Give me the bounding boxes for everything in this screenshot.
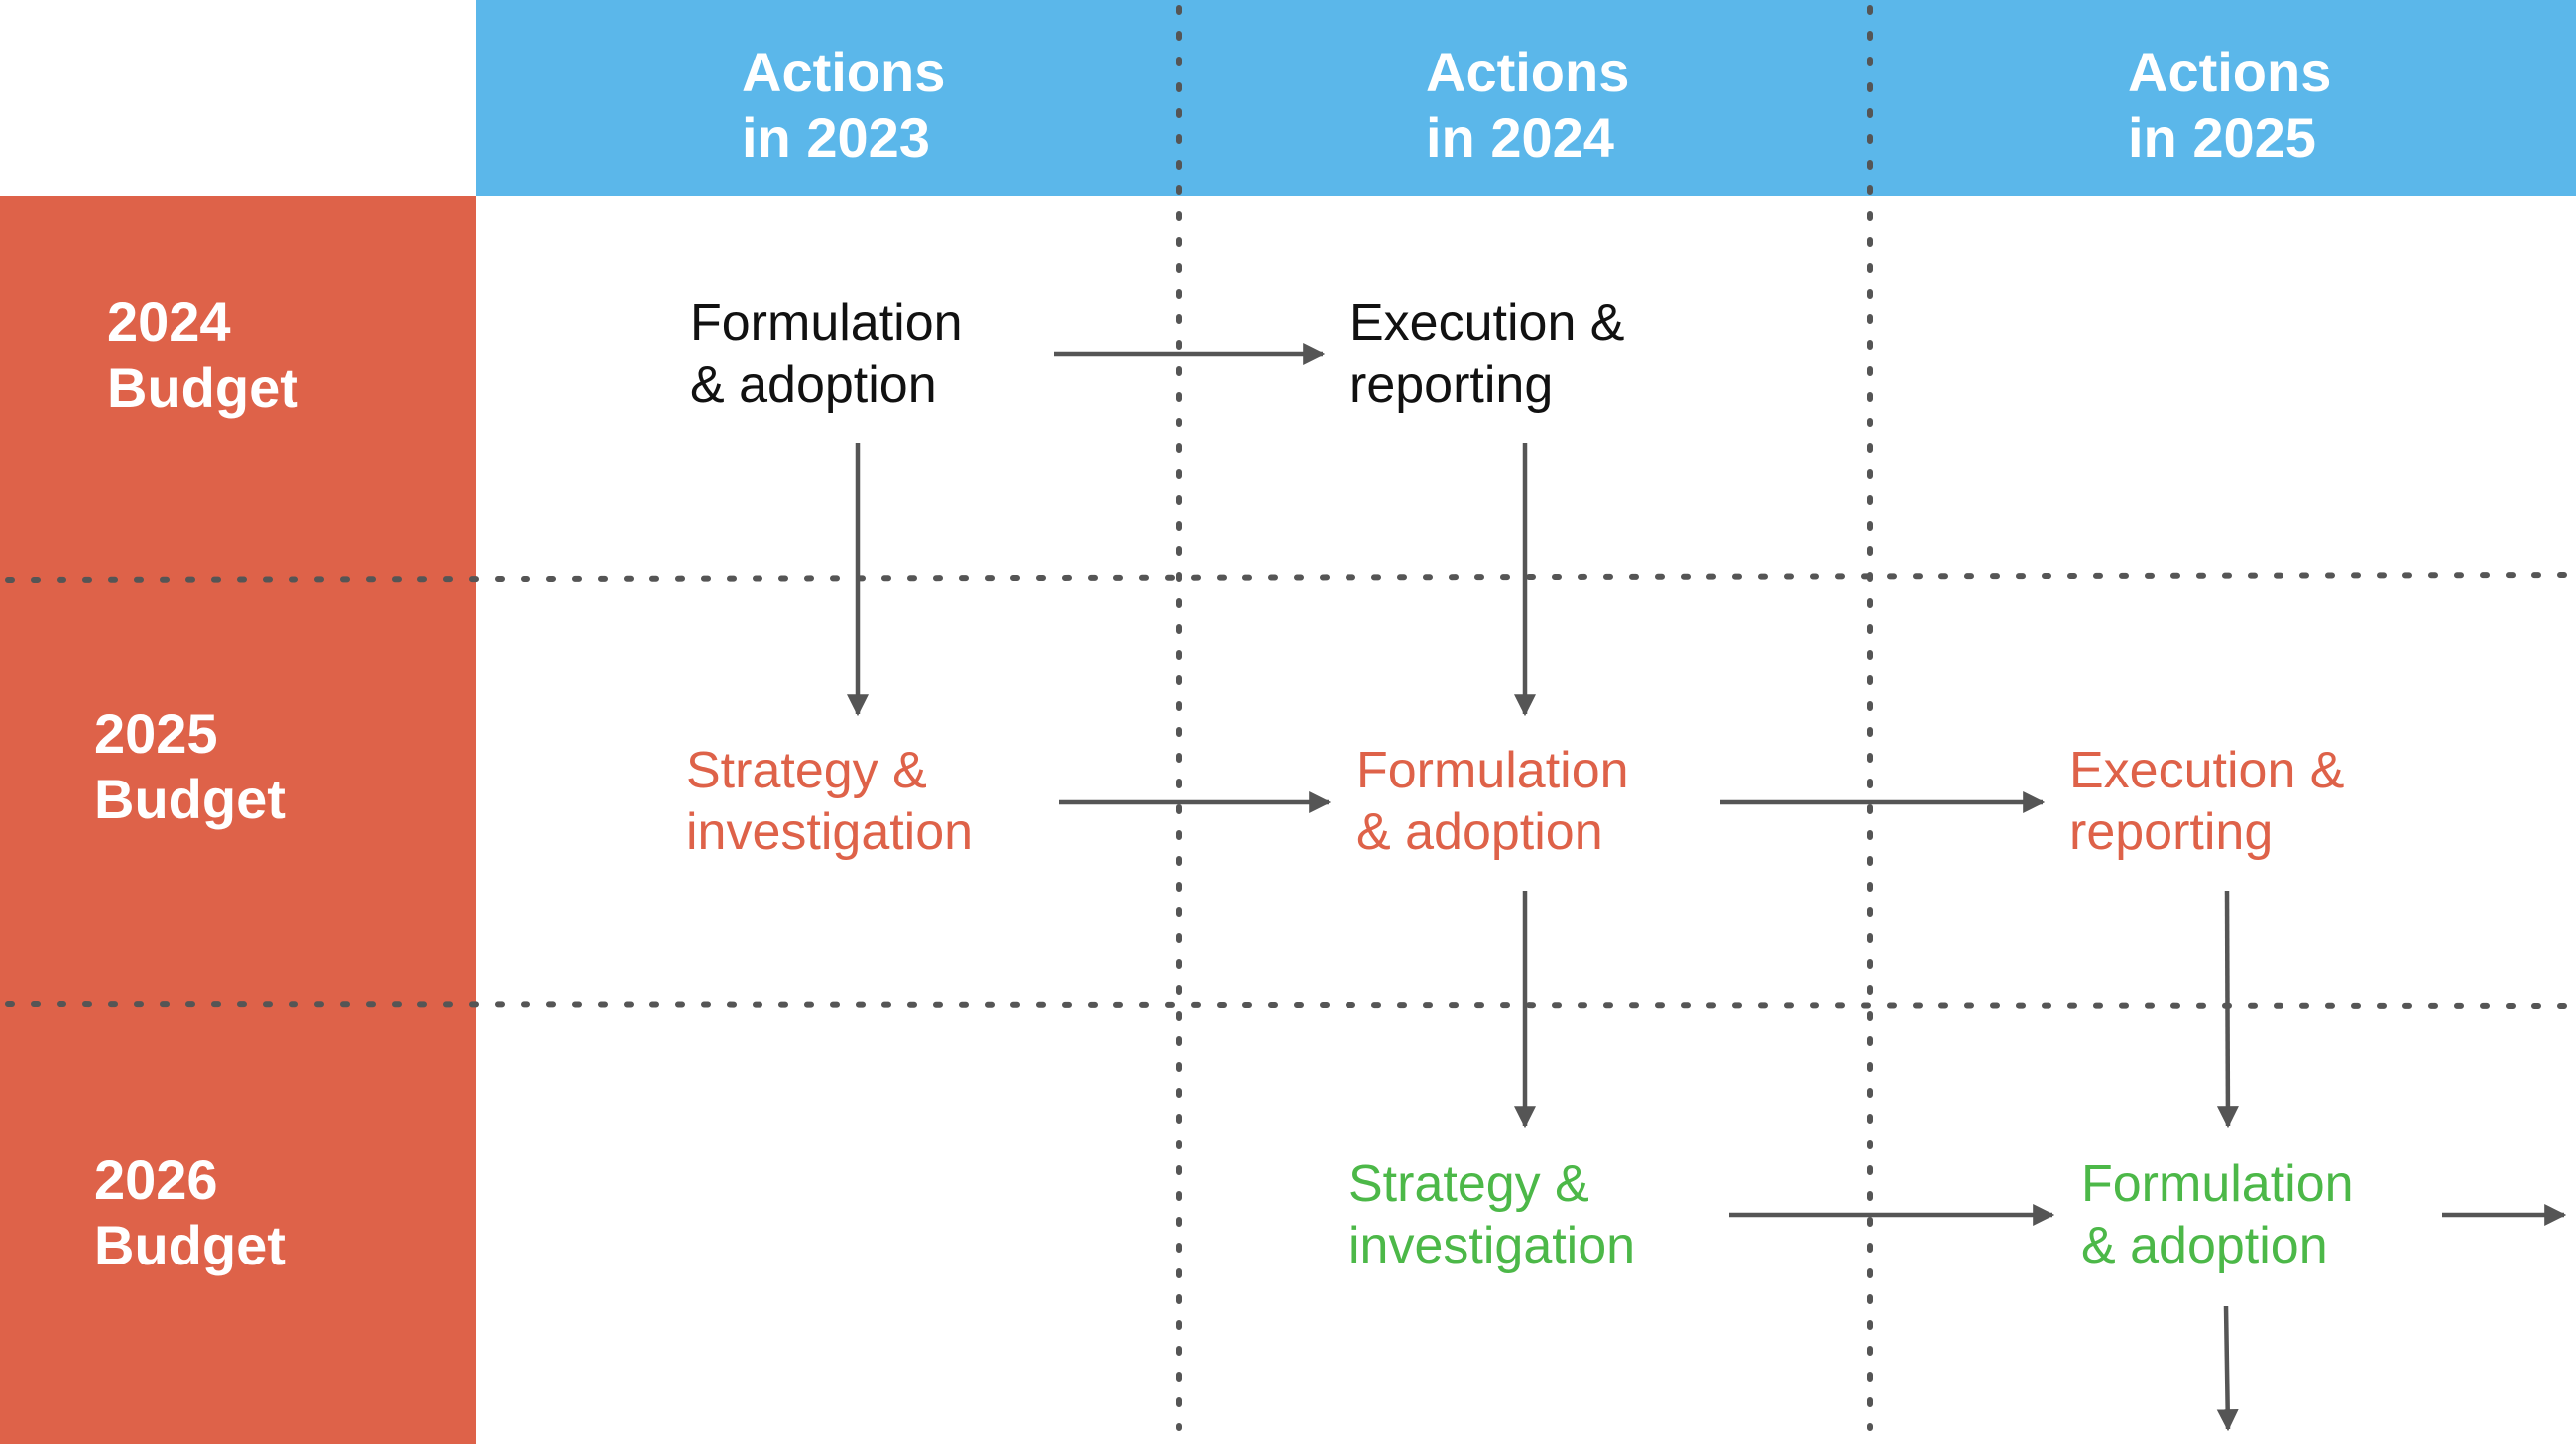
column-header-2023: Actions in 2023 — [742, 40, 945, 171]
step-2024-execution-reporting: Execution & reporting — [1349, 293, 1625, 416]
step-line2: investigation — [1348, 1217, 1636, 1274]
row-divider-2 — [5, 1001, 2576, 1009]
arrow-down — [2216, 890, 2239, 1129]
column-header-line2: in 2025 — [2128, 106, 2316, 169]
row-header-2025-budget: 2025 Budget — [94, 701, 286, 832]
step-2026-strategy-investigation: Strategy & investigation — [1348, 1153, 1635, 1276]
column-header-2024: Actions in 2024 — [1426, 40, 1629, 171]
row-header-line1: 2025 — [94, 702, 218, 765]
column-header-line2: in 2024 — [1426, 106, 1614, 169]
column-header-line2: in 2023 — [742, 106, 930, 169]
step-line1: Formulation — [1356, 742, 1629, 799]
step-2025-execution-reporting: Execution & reporting — [2069, 740, 2345, 863]
row-header-line1: 2024 — [107, 291, 231, 353]
row-header-2026-budget: 2026 Budget — [94, 1147, 286, 1278]
step-line1: Execution & — [2069, 742, 2345, 799]
arrow-down — [2216, 1305, 2239, 1432]
step-line1: Strategy & — [686, 742, 927, 799]
step-line1: Formulation — [2081, 1155, 2354, 1213]
step-line1: Strategy & — [1348, 1155, 1589, 1213]
step-2025-formulation-adoption: Formulation & adoption — [1356, 740, 1629, 863]
step-line2: & adoption — [2081, 1217, 2328, 1274]
step-line2: & adoption — [690, 356, 937, 414]
step-line2: reporting — [2069, 803, 2274, 861]
step-line1: Execution & — [1349, 295, 1625, 352]
step-2024-formulation-adoption: Formulation & adoption — [690, 293, 963, 416]
step-line2: reporting — [1349, 356, 1554, 414]
step-2026-formulation-adoption: Formulation & adoption — [2081, 1153, 2354, 1276]
column-header-line1: Actions — [2128, 41, 2332, 103]
row-header-line2: Budget — [94, 1214, 286, 1276]
step-2025-strategy-investigation: Strategy & investigation — [686, 740, 973, 863]
row-header-line2: Budget — [94, 768, 286, 830]
column-header-2025: Actions in 2025 — [2128, 40, 2331, 171]
step-line2: & adoption — [1356, 803, 1603, 861]
step-line1: Formulation — [690, 295, 963, 352]
column-header-line1: Actions — [1426, 41, 1630, 103]
column-header-line1: Actions — [742, 41, 946, 103]
row-header-line1: 2026 — [94, 1148, 218, 1211]
row-divider-1 — [5, 572, 2576, 583]
row-header-2024-budget: 2024 Budget — [107, 290, 298, 421]
column-header-bar — [476, 0, 2576, 196]
row-header-line2: Budget — [107, 356, 298, 419]
step-line2: investigation — [686, 803, 974, 861]
row-header-bar — [0, 196, 476, 1444]
